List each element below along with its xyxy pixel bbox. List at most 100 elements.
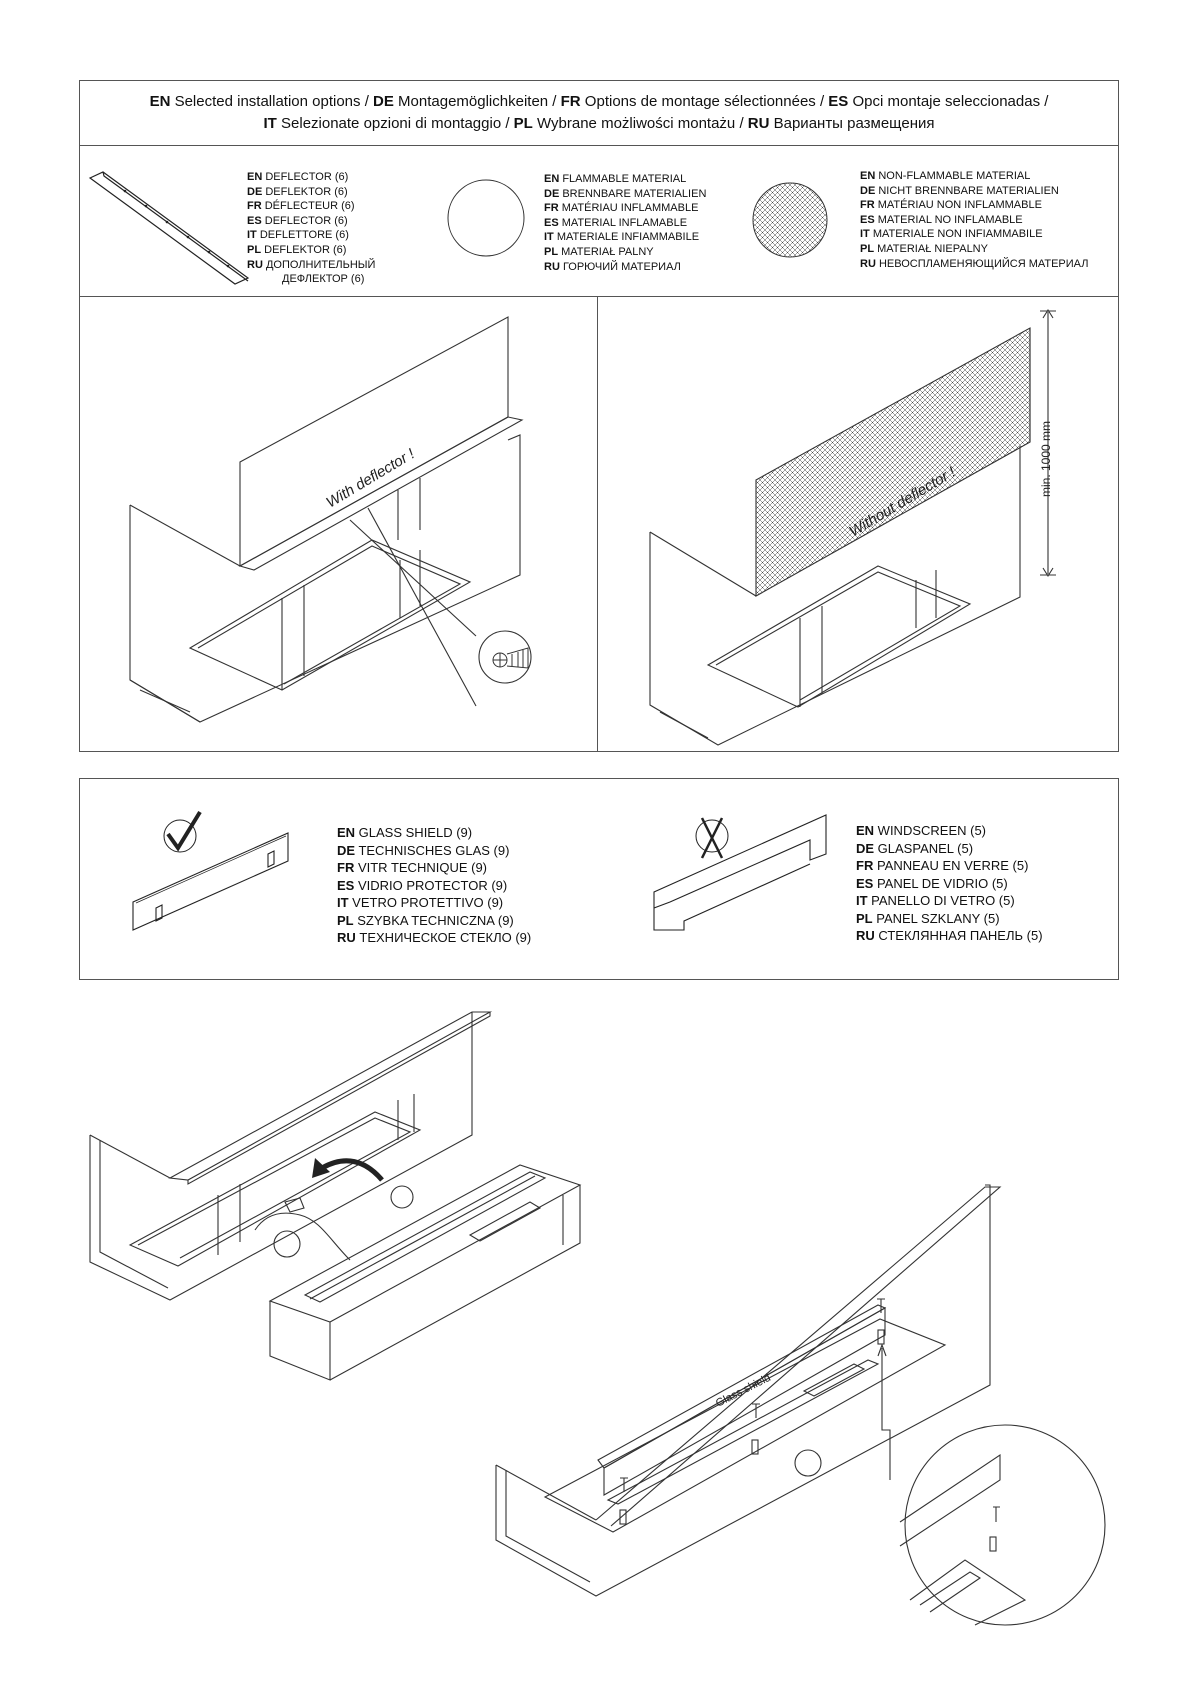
lang-code: ES [544,216,559,229]
lang-line: FR Options de montage sélectionnées / [561,93,829,110]
lang-code: EN [247,171,263,183]
lang-line: EN Selected installation options / [150,93,373,110]
lang-text: MATERIAŁ NIEPALNY [874,242,988,255]
lang-code: FR [544,202,559,215]
lang-code: FR [247,200,262,213]
lang-line: IT MATERIALE NON INFIAMMABILE [860,227,1088,242]
lang-line: ДЕФЛЕКТОР (6) [247,272,375,287]
lang-code: IT [860,228,870,241]
lang-code: EN [860,170,876,182]
lang-code: RU [860,257,876,270]
lang-line: ES Opci montaje seleccionadas / [828,93,1048,110]
lang-line: IT Selezionate opzioni di montaggio / [264,115,514,132]
shields-box [79,778,1119,980]
lang-text: Selezionate opzioni di montaggio / [276,115,514,132]
lang-code: PL [860,242,875,255]
lang-text: MATERIAL NO INFLAMABLE [874,213,1023,226]
check-mark-icon [163,810,202,853]
lang-text: PANEL DE VIDRIO (5) [873,875,1008,891]
lang-line: EN NON-FLAMMABLE MATERIAL [860,169,1088,184]
lang-code: DE [373,93,394,110]
lang-code: ES [856,875,874,891]
lang-code: DE [544,187,560,200]
lang-code: FR [860,199,875,212]
lang-line: PL MATERIAŁ NIEPALNY [860,242,1088,257]
zoom-detail-drawing [899,1424,1106,1626]
lang-code: ES [860,213,875,226]
deflector-strip-icon [88,171,250,285]
lang-line: ES MATERIAL INFLAMABLE [544,216,706,231]
lang-text: WINDSCREEN (5) [874,823,987,838]
lang-line: IT MATERIALE INFIAMMABILE [544,230,706,245]
lang-line: IT PANELLO DI VETRO (5) [856,892,1043,910]
lang-text: GLASS SHIELD (9) [355,825,473,840]
rotate-arrow-icon [320,1158,384,1182]
lang-text: VITR TECHNIQUE (9) [354,860,488,875]
lang-line: RU ТЕХНИЧЕСКОЕ СТЕКЛО (9) [337,929,531,947]
lang-code: DE [337,842,356,858]
lang-text: MATÉRIAU NON INFLAMMABLE [874,199,1042,212]
lang-text: Opci montaje seleccionadas / [848,93,1049,110]
lang-text: VIDRIO PROTECTOR (9) [354,877,508,893]
lang-line: RU ДОПОЛНИТЕЛЬНЫЙ [247,258,375,273]
lang-text: FLAMMABLE MATERIAL [559,173,687,185]
lang-text: ГОРЮЧИЙ МАТЕРИАЛ [559,260,681,273]
lang-line: PL MATERIAŁ PALNY [544,245,706,260]
lang-line: DE GLASPANEL (5) [856,840,1043,858]
lang-line: EN WINDSCREEN (5) [856,822,1043,840]
lang-code: PL [856,910,873,926]
assembly-step-2-drawing [495,1184,1002,1597]
without-deflector-drawing [649,308,1056,746]
glass-shield-panel-icon [132,832,289,931]
lang-line: EN DEFLECTOR (6) [247,170,375,185]
lang-text: DEFLEKTOR (6) [262,185,348,198]
with-deflector-drawing [129,316,532,723]
lang-code: FR [856,858,874,873]
windscreen-text: EN WINDSCREEN (5)DE GLASPANEL (5)FR PANN… [856,822,1043,945]
lang-text: ДОПОЛНИТЕЛЬНЫЙ [262,258,376,271]
lang-code: DE [860,184,876,197]
lang-code: RU [247,258,263,271]
lang-code: DE [247,185,263,198]
lang-line: PL PANEL SZKLANY (5) [856,910,1043,928]
lang-line: FR VITR TECHNIQUE (9) [337,859,531,877]
lang-line: FR DÉFLECTEUR (6) [247,199,375,214]
lang-line: ES VIDRIO PROTECTOR (9) [337,877,531,895]
lang-text: PANEL SZKLANY (5) [872,910,1000,926]
lang-line: IT VETRO PROTETTIVO (9) [337,894,531,912]
lang-text: SZYBKA TECHNICZNA (9) [353,912,514,928]
lang-code: PL [544,245,559,258]
lang-code: DE [856,840,875,856]
lang-line: IT DEFLETTORE (6) [247,228,375,243]
lang-code: RU [337,930,356,945]
lang-line: FR PANNEAU EN VERRE (5) [856,857,1043,875]
lang-text: ДЕФЛЕКТОР (6) [282,273,365,286]
cross-mark-icon [695,817,729,859]
lang-text: Options de montage sélectionnées / [580,93,829,110]
lang-code: ES [828,93,849,110]
lang-line: FR MATÉRIAU NON INFLAMMABLE [860,198,1088,213]
lang-code: EN [337,825,356,840]
lang-line: DE TECHNISCHES GLAS (9) [337,842,531,860]
lang-line: DE DEFLEKTOR (6) [247,185,375,200]
lang-code: IT [247,229,257,242]
lang-code: PL [337,912,354,928]
lang-code: FR [337,860,355,875]
lang-text: ТЕХНИЧЕСКОЕ СТЕКЛО (9) [355,930,532,945]
lang-code: ES [247,214,262,227]
legend-deflector-text: EN DEFLECTOR (6)DE DEFLEKTOR (6)FR DÉFLE… [247,170,375,287]
lang-code: IT [337,895,349,910]
lang-line: RU ГОРЮЧИЙ МАТЕРИАЛ [544,260,706,275]
lang-code: IT [263,115,277,132]
lang-line: RU СТЕКЛЯННАЯ ПАНЕЛЬ (5) [856,927,1043,945]
lang-code: EN [856,823,875,838]
windscreen-panel-icon [653,814,827,931]
rotate-arrow-head-icon [312,1158,330,1178]
nonflammable-material-icon [752,182,828,258]
lang-line: DE NICHT BRENNBARE MATERIALIEN [860,184,1088,199]
header-line-1: EN Selected installation options / DE Mo… [150,91,1049,113]
lang-text: Selected installation options / [170,93,374,110]
